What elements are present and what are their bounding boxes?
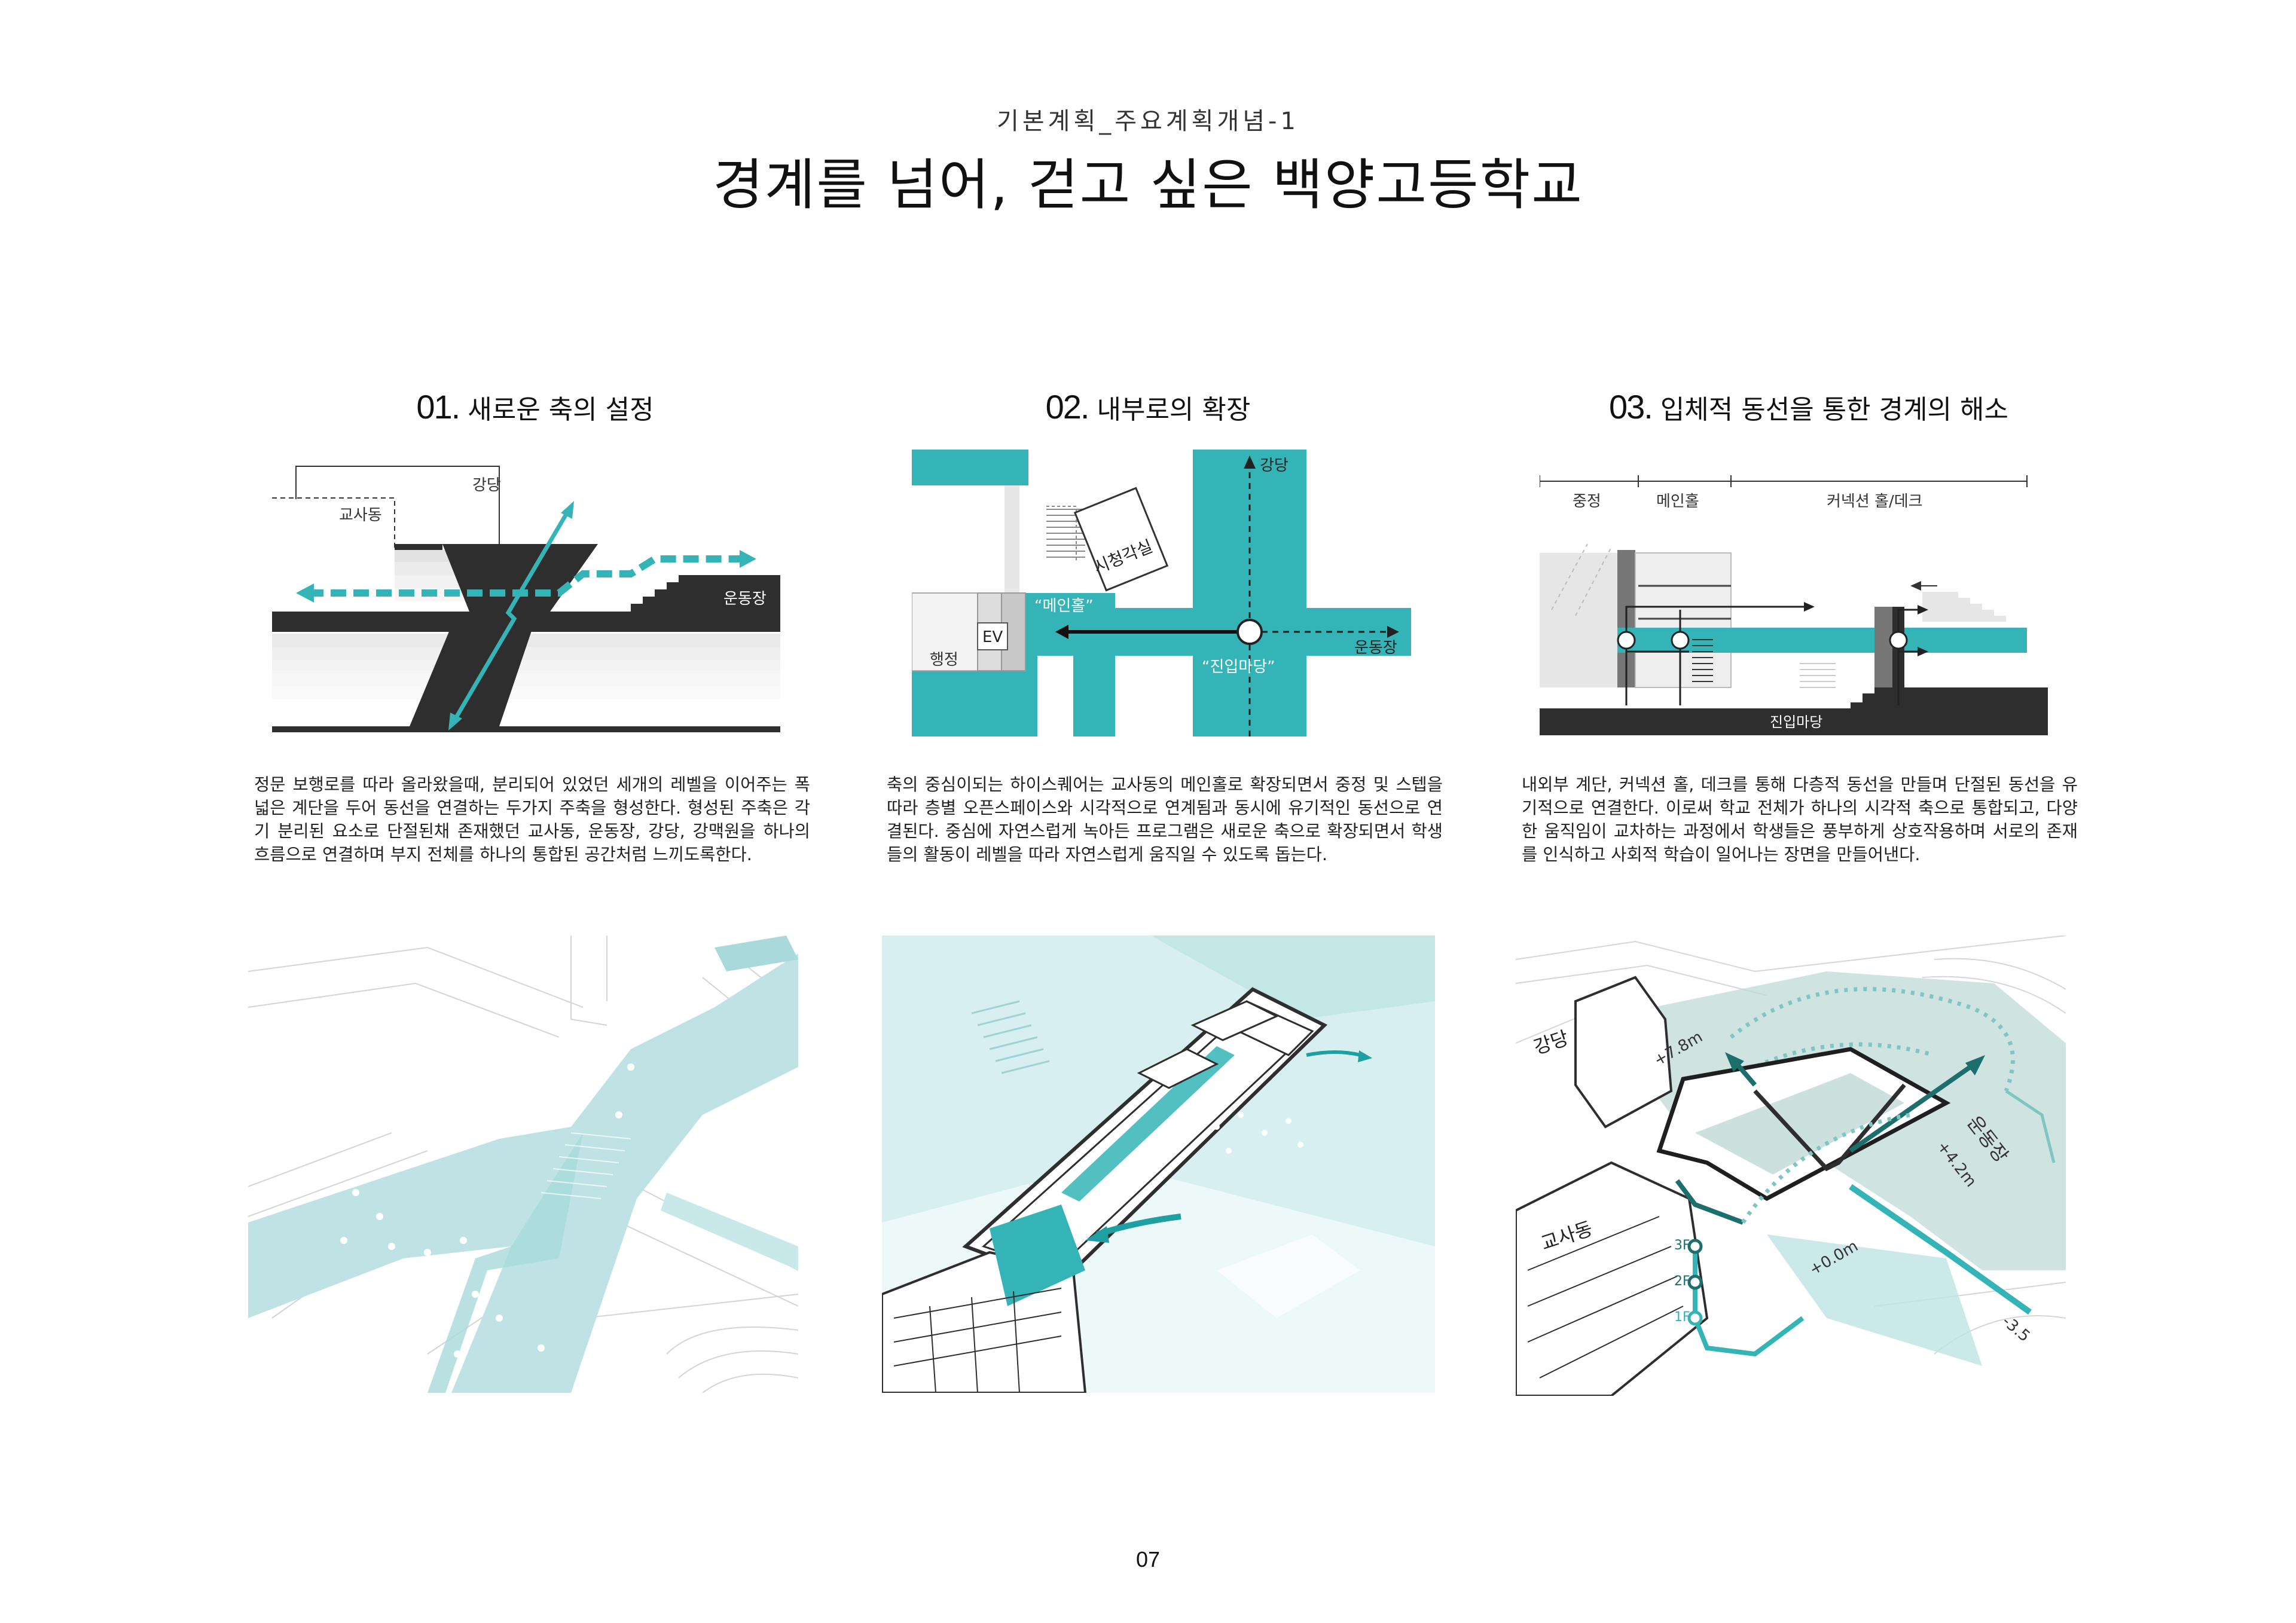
entrance-yard-label: “진입마당”	[1202, 658, 1275, 676]
courtyard-label: 중정	[1573, 493, 1601, 511]
section-3-body: 내외부 계단, 커넥션 홀, 데크를 통해 다층적 동선을 만들며 단절된 동선…	[1522, 773, 2078, 866]
section-1-title: 01. 새로운 축의 설정	[254, 387, 816, 426]
main-hall-label: 메인홀	[1656, 493, 1699, 511]
page-kicker: 기본계획_주요계획개념-1	[0, 102, 2296, 136]
section-1-heading: 새로운 축의 설정	[468, 395, 654, 425]
floor-1-label: 1F	[1674, 1310, 1690, 1325]
ev-label: EV	[982, 628, 1003, 646]
section-2-number: 02.	[1046, 388, 1089, 426]
courtyard-block	[1540, 553, 1617, 687]
plan-diagram: 강당 시청각실 “메인홀” EV 행정 “진입마당” 운동장	[912, 450, 1414, 742]
floor-2-label: 2F	[1674, 1274, 1690, 1289]
section-3-heading: 입체적 동선을 통한 경계의 해소	[1660, 395, 2008, 425]
section-1-number: 01.	[416, 388, 459, 426]
page-title: 경계를 넘어, 걷고 싶은 백양고등학교	[0, 140, 2296, 220]
field-label: 운동장	[1354, 639, 1397, 657]
classroom-label: 교사동	[339, 506, 382, 524]
floor-3-label: 3F	[1674, 1238, 1690, 1253]
field-label: 운동장	[723, 590, 767, 608]
av-room	[1075, 488, 1167, 590]
main-hall-label: “메인홀”	[1034, 597, 1094, 615]
section-3-number: 03.	[1609, 388, 1652, 426]
aerial-building-illustration	[882, 936, 1435, 1393]
layered-circulation-diagram: 중정 메인홀 커넥션 홀/데크 운동장 / 순매원	[1540, 472, 2048, 735]
entrance-yard-label: 진입마당	[1770, 714, 1822, 730]
main-hall-block	[1635, 553, 1731, 687]
auditorium-plan	[1193, 450, 1411, 736]
field-garden-label: 운동장 / 순매원	[1931, 668, 2025, 685]
auditorium-label: 강당	[472, 476, 501, 494]
section-1-body: 정문 보행로를 따라 올라왔을때, 분리되어 있었던 세개의 레벨을 이어주는 …	[254, 773, 810, 866]
section-3-title: 03. 입체적 동선을 통한 경계의 해소	[1528, 387, 2090, 426]
section-axis-diagram: 강당 교사동 운동장	[272, 460, 780, 747]
aerial-circulation-illustration: 강당 교사동 운동장 +4.2m +7.8m +0.0m -3.5 3F 2F …	[1516, 936, 2066, 1396]
connection-label: 커넥션 홀/데크	[1827, 493, 1923, 511]
admin-label: 행정	[930, 651, 958, 669]
section-2-heading: 내부로의 확장	[1097, 395, 1250, 425]
corridor-shade	[1004, 485, 1019, 593]
section-2-body: 축의 중심이되는 하이스퀘어는 교사동의 메인홀로 확장되면서 중정 및 스텝을…	[887, 773, 1443, 866]
page-number: 07	[0, 1547, 2296, 1572]
auditorium-outline	[296, 466, 499, 544]
section-2-title: 02. 내부로의 확장	[867, 387, 1429, 426]
auditorium-label: 강당	[1260, 457, 1289, 475]
aerial-plaza-illustration	[248, 936, 798, 1393]
axis-center-node	[1238, 620, 1262, 644]
